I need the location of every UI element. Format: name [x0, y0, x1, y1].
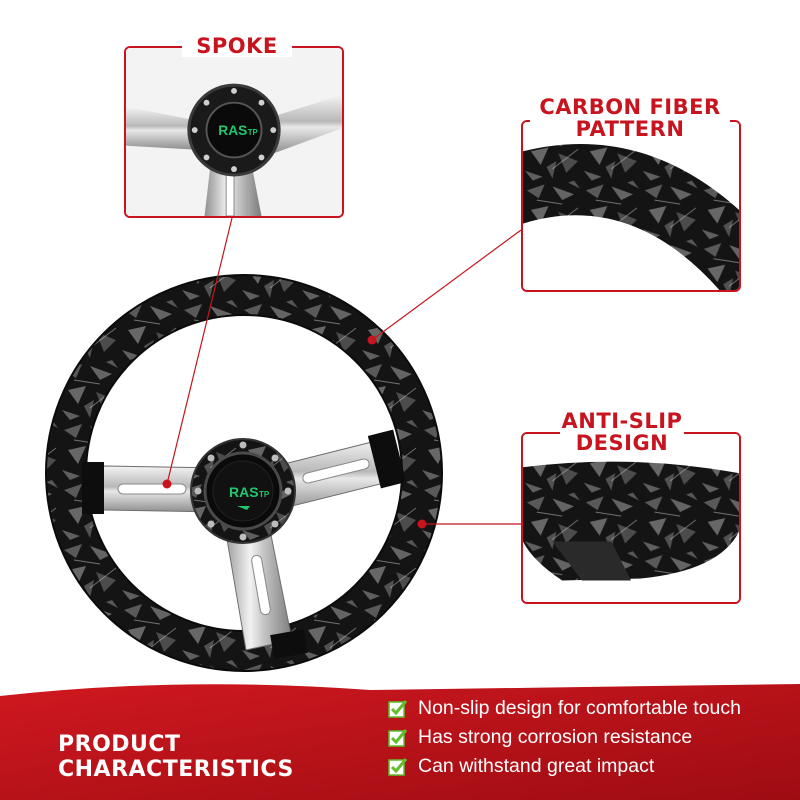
hub-logo: RAS: [229, 484, 259, 500]
feature-item: Non-slip design for comfortable touch: [388, 694, 741, 723]
checkbox-check-icon: [388, 757, 408, 776]
callout-carbon-fiber: [521, 120, 741, 292]
leader-line-carbon: [371, 229, 522, 341]
svg-text:TP: TP: [248, 128, 258, 137]
wheel-rim: [46, 275, 442, 671]
feature-list: Non-slip design for comfortable touch Ha…: [388, 694, 741, 781]
svg-text:TP: TP: [259, 490, 270, 499]
checkbox-check-icon: [388, 699, 408, 718]
feature-item: Can withstand great impact: [388, 752, 741, 781]
callout-title-carbon-fiber: CARBON FIBER PATTERN: [530, 96, 730, 140]
hub: [190, 438, 296, 544]
callout-anti-slip: [521, 432, 741, 604]
leader-line-spoke: [166, 217, 233, 485]
callout-spoke: RAS TP: [124, 46, 344, 218]
spoke-left: [83, 465, 221, 513]
callout-title-spoke: SPOKE: [182, 35, 292, 57]
callout-title-anti-slip: ANTI-SLIP DESIGN: [560, 409, 684, 455]
product-characteristics-heading: PRODUCT CHARACTERISTICS: [58, 732, 294, 782]
checkbox-check-icon: [388, 728, 408, 747]
feature-item: Has strong corrosion resistance: [388, 723, 741, 752]
spoke-bottom: [221, 509, 293, 651]
svg-text:RAS: RAS: [218, 123, 247, 138]
spoke-right: [267, 439, 397, 511]
